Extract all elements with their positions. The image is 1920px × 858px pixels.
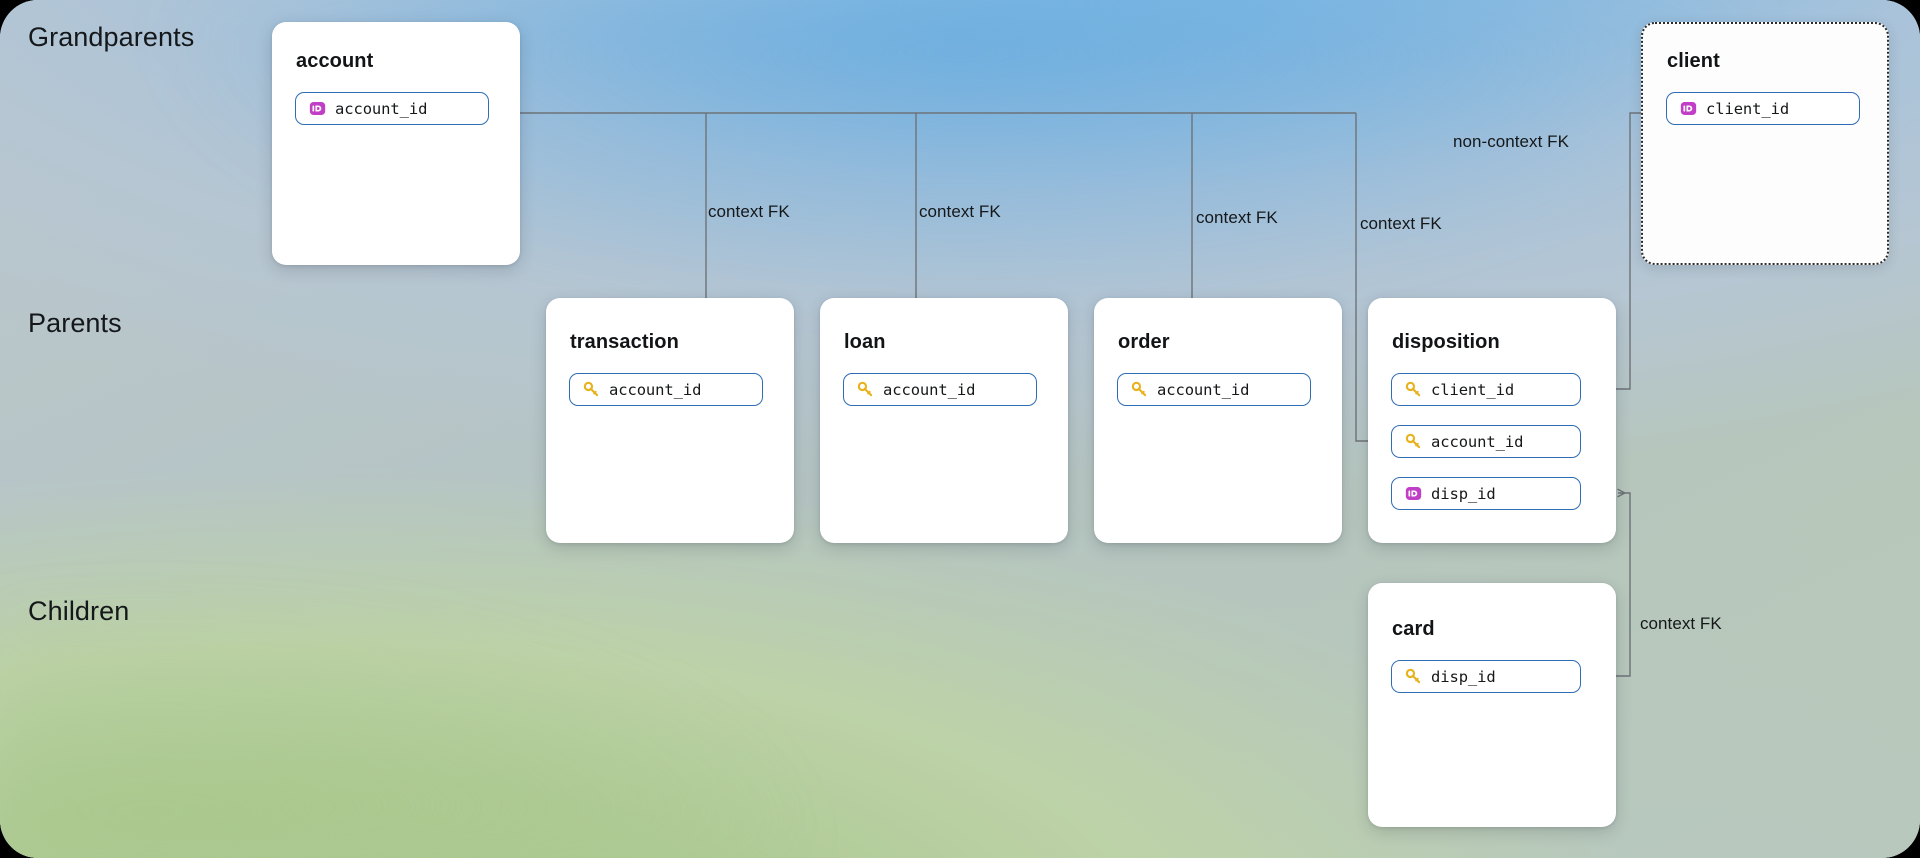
edge-label-card-disposition: context FK xyxy=(1640,614,1722,633)
entity-card-account[interactable]: account account_id xyxy=(272,22,520,265)
entity-card-disposition[interactable]: disposition client_id account_id xyxy=(1368,298,1616,543)
field-name: account_id xyxy=(883,380,976,399)
wire-card-disposition xyxy=(1616,488,1631,677)
field-name: account_id xyxy=(1431,432,1524,451)
entity-title-transaction: transaction xyxy=(570,331,679,353)
key-icon xyxy=(1405,381,1421,397)
key-icon xyxy=(857,381,873,397)
id-badge-icon xyxy=(1680,102,1697,115)
field-pill-card-disp_id[interactable]: disp_id xyxy=(1391,660,1581,693)
entity-title-client: client xyxy=(1667,50,1720,72)
lane-label-children: Children xyxy=(28,596,130,626)
id-badge-icon xyxy=(309,102,326,115)
entity-card-client[interactable]: client client_id xyxy=(1641,22,1889,265)
id-badge-icon xyxy=(1405,487,1422,500)
field-pill-order-account_id[interactable]: account_id xyxy=(1117,373,1311,406)
entity-title-disposition: disposition xyxy=(1392,331,1500,353)
field-name: disp_id xyxy=(1431,667,1496,686)
key-icon xyxy=(583,381,599,397)
field-pill-disposition-disp_id[interactable]: disp_id xyxy=(1391,477,1581,510)
wire-disposition-account xyxy=(1355,113,1368,442)
edge-label-transaction-account: context FK xyxy=(708,202,790,221)
field-pill-disposition-account_id[interactable]: account_id xyxy=(1391,425,1581,458)
field-name: client_id xyxy=(1706,99,1790,118)
entity-title-order: order xyxy=(1118,331,1170,353)
key-icon xyxy=(1405,668,1421,684)
field-pill-account-account_id[interactable]: account_id xyxy=(295,92,489,125)
field-pill-client-client_id[interactable]: client_id xyxy=(1666,92,1860,125)
field-pill-disposition-client_id[interactable]: client_id xyxy=(1391,373,1581,406)
field-name: account_id xyxy=(335,99,428,118)
entity-card-card[interactable]: card disp_id xyxy=(1368,583,1616,827)
edge-label-disposition-account: context FK xyxy=(1360,214,1442,233)
field-pill-loan-account_id[interactable]: account_id xyxy=(843,373,1037,406)
lane-label-parents: Parents xyxy=(28,308,122,338)
field-name: client_id xyxy=(1431,380,1515,399)
entity-title-card: card xyxy=(1392,618,1435,640)
field-name: account_id xyxy=(609,380,702,399)
entity-card-transaction[interactable]: transaction account_id xyxy=(546,298,794,543)
entity-title-loan: loan xyxy=(844,331,886,353)
lane-label-grandparents: Grandparents xyxy=(28,22,195,52)
edge-label-order-account: context FK xyxy=(1196,208,1278,227)
entity-card-loan[interactable]: loan account_id xyxy=(820,298,1068,543)
entity-card-order[interactable]: order account_id xyxy=(1094,298,1342,543)
key-icon xyxy=(1131,381,1147,397)
field-name: disp_id xyxy=(1431,484,1496,503)
field-pill-transaction-account_id[interactable]: account_id xyxy=(569,373,763,406)
key-icon xyxy=(1405,433,1421,449)
edge-label-disposition-client: non-context FK xyxy=(1453,132,1569,151)
entity-title-account: account xyxy=(296,50,374,72)
edge-label-loan-account: context FK xyxy=(919,202,1001,221)
field-name: account_id xyxy=(1157,380,1250,399)
